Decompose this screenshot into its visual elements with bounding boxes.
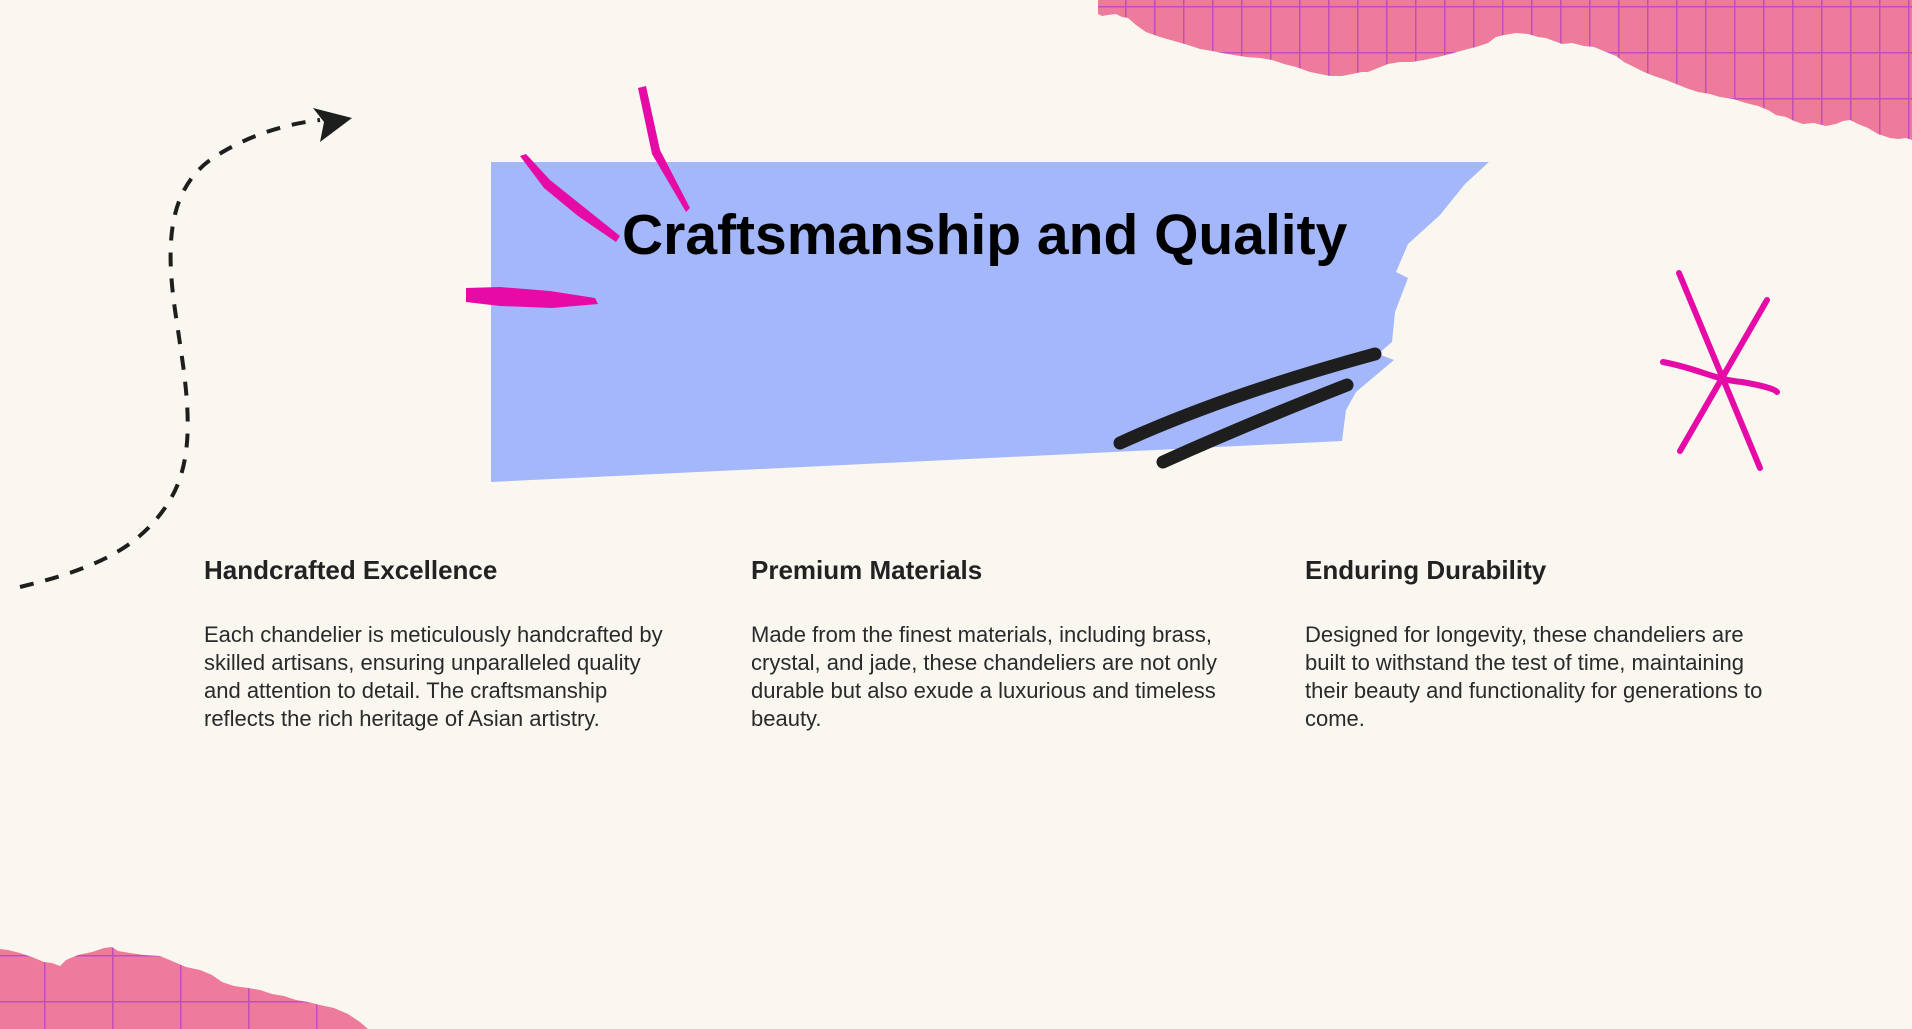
burst-strokes-icon	[460, 80, 700, 320]
column-heading: Handcrafted Excellence	[204, 555, 498, 585]
asterisk-doodle-icon	[1660, 265, 1790, 475]
column-body: Made from the finest materials, includin…	[751, 622, 1217, 731]
column-handcrafted-excellence: Handcrafted Excellence Each chandelier i…	[204, 553, 664, 733]
torn-paper-bottom-left	[0, 940, 380, 1029]
column-enduring-durability: Enduring Durability Designed for longevi…	[1305, 553, 1785, 733]
column-heading: Premium Materials	[751, 555, 983, 585]
page-title: Craftsmanship and Quality	[622, 203, 1348, 267]
dashed-arrow-icon	[0, 100, 380, 600]
column-body: Designed for longevity, these chandelier…	[1305, 622, 1763, 731]
column-premium-materials: Premium Materials Made from the finest m…	[751, 553, 1231, 733]
slash-strokes-icon	[1105, 345, 1385, 470]
column-body: Each chandelier is meticulously handcraf…	[204, 622, 663, 731]
torn-paper-top-right	[1098, 0, 1912, 145]
column-heading: Enduring Durability	[1305, 555, 1547, 585]
